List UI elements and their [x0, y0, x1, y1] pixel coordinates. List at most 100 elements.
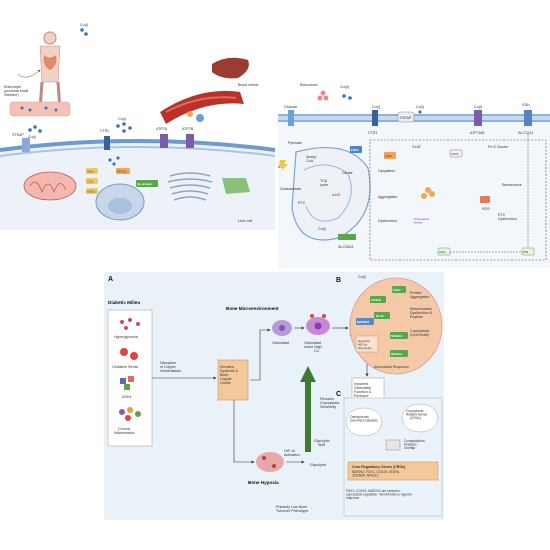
ros-label: ROS [482, 207, 490, 211]
atp7a-transporter-icon [160, 134, 168, 148]
vesicle-icon [222, 178, 250, 194]
ctr1-label-r: CTR1 [368, 131, 377, 135]
b-hypoxia-box [355, 335, 379, 353]
lipoylation-label: Lipoylation [378, 169, 395, 173]
lias-tag [384, 152, 396, 159]
atox1-tag [116, 168, 130, 174]
top-right-panel: Glucose Elesclomol Cu(II) Cu(I) Cu(I) Cu… [278, 83, 550, 268]
sod1-label: SOD1 [87, 190, 96, 194]
citrate-label: Citrate [342, 171, 353, 175]
glucose-label: Glucose [284, 105, 297, 109]
b-nfe2l2-tag [390, 332, 408, 339]
senescence-label: Senescence [502, 183, 522, 187]
b-cox19-label: COX19 [371, 298, 381, 302]
atp7b-label: ATP7B [182, 127, 194, 131]
osteo-genomics-cylinder [345, 407, 383, 437]
ages-icon [120, 376, 134, 390]
ages-label: AGEs [122, 395, 132, 399]
lias-label: LIAS [385, 154, 392, 158]
slc25a3-label: SLC25A3 [338, 245, 353, 249]
panel-c-letter: C [336, 391, 341, 398]
nucleus-icon [95, 183, 145, 221]
elesclomol-label: Elesclomol [300, 83, 318, 87]
b-map2k2-label: MAP2K2 [357, 320, 370, 324]
steap-label-r: STEAP [400, 116, 412, 120]
ccs-label: CCS [87, 180, 93, 184]
ceruloplasmin-icon [196, 114, 204, 122]
liver-icon [212, 57, 249, 79]
steap-box [397, 111, 415, 123]
elevated-copper-box [217, 359, 249, 401]
inflammation-icon [119, 407, 141, 421]
cu-ii-label: Cu(II) [340, 85, 349, 89]
c-crgs-label: Cuproptosis-Related Genes(CRGs) [406, 409, 428, 420]
gsh-label-out: GSH [522, 103, 530, 107]
oxaloacetate-label: Oxaloacetate [280, 187, 301, 191]
fdx1-label: FDX1 [351, 148, 359, 152]
atp7b-transporter-icon [186, 134, 194, 148]
osteoblast-icon [272, 320, 292, 336]
slc7a11-label: SLC7A11 [518, 131, 533, 135]
b-nfe2l2-b-label: NFE2L2 [391, 352, 403, 356]
cu-label-c: Cu(I) [118, 117, 126, 121]
cu-mito-label: Cu(I) [318, 227, 326, 231]
diabetic-milieu-title: Diabetic Milieu [108, 300, 140, 305]
hyperglycemia-label: Hyperglycemia [114, 335, 138, 339]
cu-label-a: Cu(I) [28, 135, 36, 139]
aggregation-label: Aggregation [378, 195, 397, 199]
b-nfe2l2-label: NFE2L2 [391, 334, 403, 338]
glut-transporter-icon [288, 110, 294, 126]
cu-i-label-c: Cu(I) [474, 105, 482, 109]
dysfunction-label: Dysfunction [378, 219, 397, 223]
blood-vessel-label: Blood vessel [238, 83, 259, 87]
mitochondrion-large-icon [291, 146, 371, 241]
hyperglycemia-icon [120, 318, 140, 330]
ctr1-transporter-icon [104, 136, 110, 150]
cu-i-label-b: Cu(I) [416, 105, 424, 109]
intestine-icon [9, 101, 71, 117]
gsh-label: GSH [87, 170, 94, 174]
copper-ions-top-icon [80, 28, 88, 36]
blood-vessel-icon [160, 90, 244, 124]
b-fdx1-tag [392, 286, 406, 293]
b-dlat-tag [374, 312, 390, 319]
gsh-tag-in [437, 247, 451, 256]
ctr1-transporter-icon [372, 110, 378, 126]
gsh-b-label: GSH [439, 250, 446, 254]
atox1-label: ATOX1 [117, 170, 127, 174]
akg-label: α-KG [332, 193, 341, 197]
atp-icon [279, 160, 288, 172]
atp-label: ATP [278, 165, 285, 169]
p21-tag [480, 196, 490, 203]
b-fdx1-label: FDX1 [393, 288, 401, 292]
cp-protein-tag [136, 180, 158, 187]
mitochondrion-icon [23, 171, 77, 201]
b-cox19-tag [370, 296, 386, 303]
slc7a11-transporter-icon [524, 110, 532, 126]
osteoblast-high-cu-icon [306, 314, 330, 335]
gsh-tag [86, 168, 98, 174]
liver-cell-label: Liver cell [238, 219, 252, 223]
bottom-panel: A Diabetic Milieu Hyperglycemia Oxidativ… [104, 272, 444, 520]
fdx1-tag [350, 146, 362, 153]
b-cu-label: Cu(I) [358, 275, 366, 279]
b-nfe2l2-b-tag [390, 350, 408, 357]
ccs-tag [86, 178, 98, 184]
panel-b-letter: B [336, 277, 341, 284]
core-genes-box [347, 461, 439, 481]
